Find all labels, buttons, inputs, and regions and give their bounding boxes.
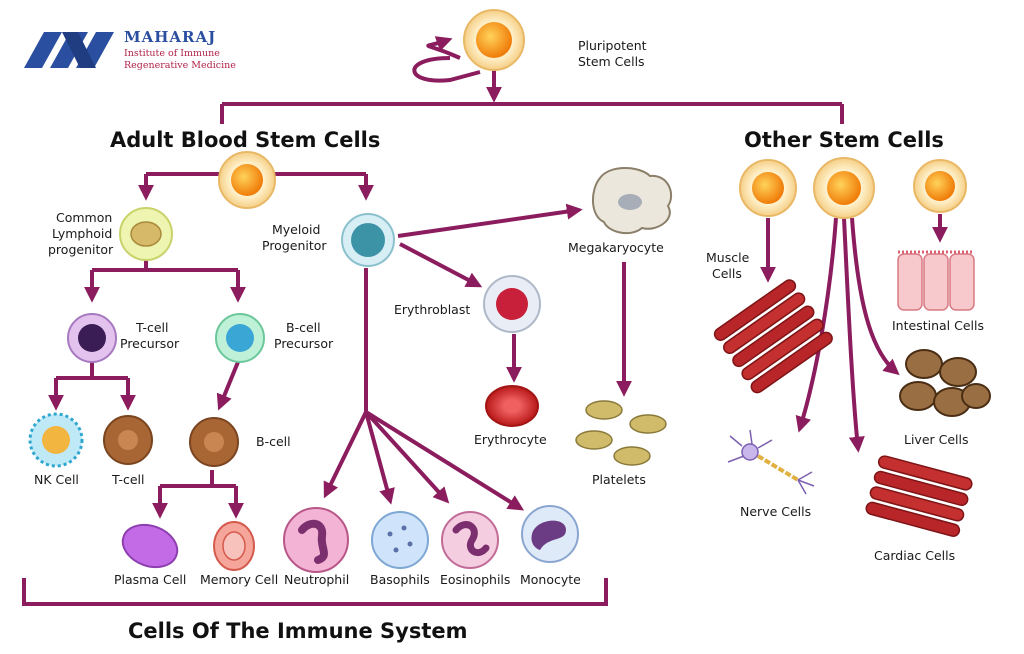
label-monocyte: Monocyte bbox=[520, 572, 581, 587]
multipotent-stem-cell bbox=[813, 157, 875, 219]
label-common-lymphoid-1: Common bbox=[56, 210, 112, 225]
logo-mark-icon bbox=[24, 32, 114, 68]
neutrophil-cell bbox=[283, 507, 349, 573]
common-lymphoid-progenitor-cell bbox=[119, 207, 173, 261]
nerve-cells bbox=[727, 429, 815, 495]
intestinal-stem-cell bbox=[913, 159, 967, 213]
logo-name: MAHARAJ bbox=[124, 28, 216, 46]
label-t-cell: T-cell bbox=[111, 472, 145, 487]
nk-cell bbox=[28, 412, 84, 468]
b-cell-precursor-cell bbox=[215, 313, 265, 363]
muscle-cells bbox=[713, 279, 833, 394]
label-pluripotent-1: Pluripotent bbox=[578, 38, 647, 53]
b-cell bbox=[189, 417, 239, 467]
erythrocyte-cell bbox=[485, 385, 539, 427]
basophil-cell bbox=[371, 511, 429, 569]
label-plasma-cell: Plasma Cell bbox=[114, 572, 186, 587]
label-megakaryocyte: Megakaryocyte bbox=[568, 240, 664, 255]
label-neutrophil: Neutrophil bbox=[284, 572, 349, 587]
heading-other-stem-cells: Other Stem Cells bbox=[744, 128, 944, 152]
logo: MAHARAJ Institute of Immune Regenerative… bbox=[24, 28, 236, 71]
label-muscle-1: Muscle bbox=[706, 250, 750, 265]
label-common-lymphoid-2: Lymphoid bbox=[52, 226, 112, 241]
myeloid-progenitor-cell bbox=[341, 213, 395, 267]
label-erythrocyte: Erythrocyte bbox=[474, 432, 547, 447]
eosinophil-cell bbox=[441, 511, 499, 569]
label-b-cell: B-cell bbox=[256, 434, 291, 449]
memory-cell bbox=[213, 521, 255, 571]
label-pluripotent-2: Stem Cells bbox=[578, 54, 645, 69]
label-muscle-2: Cells bbox=[712, 266, 742, 281]
logo-subtitle-2: Regenerative Medicine bbox=[124, 60, 236, 71]
monocyte-cell bbox=[521, 505, 579, 563]
pluripotent-stem-cell bbox=[463, 9, 525, 71]
label-bcell-precursor-1: B-cell bbox=[286, 320, 321, 335]
adult-blood-stem-cell bbox=[218, 151, 276, 209]
label-bcell-precursor-2: Precursor bbox=[274, 336, 334, 351]
logo-subtitle-1: Institute of Immune bbox=[124, 48, 220, 59]
platelets-cluster bbox=[575, 400, 667, 466]
t-cell-precursor-cell bbox=[67, 313, 117, 363]
liver-cells bbox=[899, 349, 991, 417]
heading-adult-blood-stem-cells: Adult Blood Stem Cells bbox=[110, 128, 380, 152]
erythroblast-cell bbox=[483, 275, 541, 333]
plasma-cell bbox=[121, 523, 179, 569]
connectors bbox=[22, 36, 948, 606]
heading-cells-of-immune-system: Cells Of The Immune System bbox=[128, 619, 468, 643]
label-platelets: Platelets bbox=[592, 472, 646, 487]
t-cell bbox=[103, 415, 153, 465]
label-memory-cell: Memory Cell bbox=[200, 572, 278, 587]
muscle-stem-cell bbox=[739, 159, 797, 217]
label-basophils: Basophils bbox=[370, 572, 430, 587]
label-erythroblast: Erythroblast bbox=[394, 302, 470, 317]
label-myeloid-2: Progenitor bbox=[262, 238, 327, 253]
label-common-lymphoid-3: progenitor bbox=[48, 242, 114, 257]
label-tcell-precursor-2: Precursor bbox=[120, 336, 180, 351]
intestinal-cells bbox=[897, 250, 975, 311]
megakaryocyte-cell bbox=[592, 167, 673, 235]
label-myeloid-1: Myeloid bbox=[272, 222, 320, 237]
label-intestinal-cells: Intestinal Cells bbox=[892, 318, 984, 333]
cardiac-cells bbox=[865, 455, 973, 537]
label-nerve-cells: Nerve Cells bbox=[740, 504, 811, 519]
label-tcell-precursor-1: T-cell bbox=[135, 320, 169, 335]
label-eosinophils: Eosinophils bbox=[440, 572, 510, 587]
label-liver-cells: Liver Cells bbox=[904, 432, 969, 447]
label-nk-cell: NK Cell bbox=[34, 472, 79, 487]
label-cardiac-cells: Cardiac Cells bbox=[874, 548, 955, 563]
